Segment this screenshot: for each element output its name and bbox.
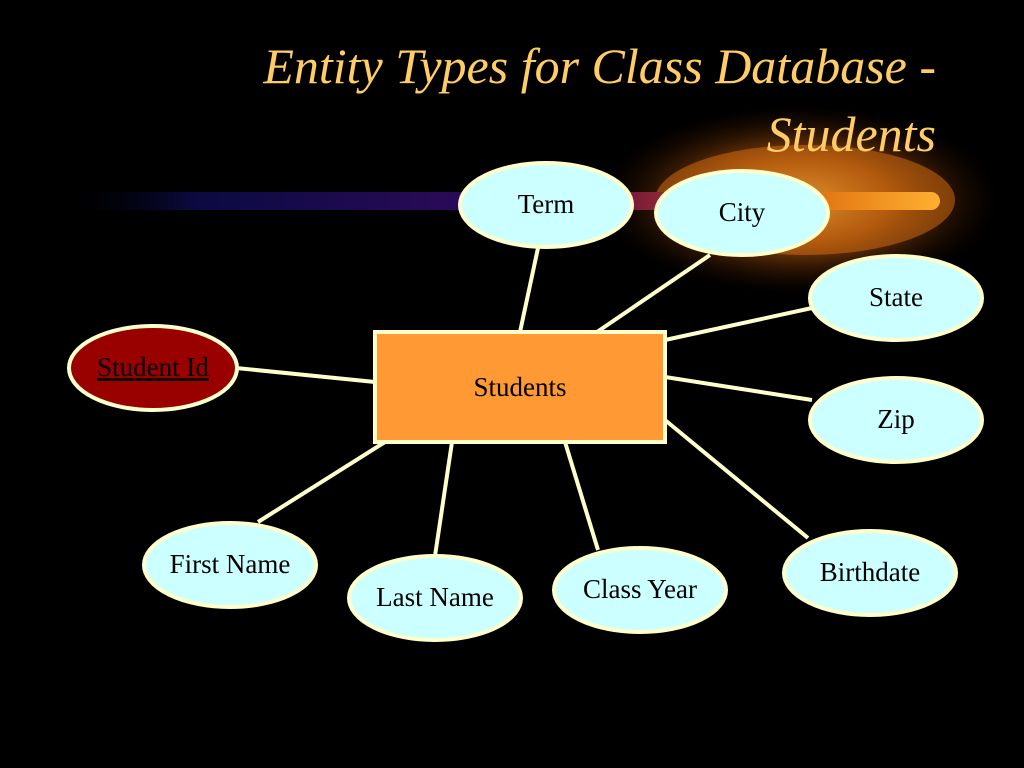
attribute-ellipse-last-name (347, 554, 523, 642)
entity-box (373, 330, 667, 444)
attribute-class-year[interactable]: Class Year (552, 546, 728, 634)
attribute-label-class-year: Class Year (583, 574, 697, 604)
connector-city (595, 253, 712, 334)
attribute-student-id[interactable]: Student Id (67, 324, 239, 412)
attribute-label-last-name: Last Name (376, 582, 494, 612)
connector-state (664, 306, 813, 342)
attribute-last-name[interactable]: Last Name (347, 554, 523, 642)
slide-title-line-2: Students (766, 106, 936, 162)
attribute-ellipse-first-name (142, 521, 318, 609)
connector-zip (664, 375, 813, 402)
entity-label: Students (473, 372, 566, 402)
connector-class-year (563, 441, 600, 551)
connector-first-name (256, 440, 387, 524)
attribute-first-name[interactable]: First Name (142, 521, 318, 609)
attribute-zip[interactable]: Zip (808, 376, 984, 464)
attribute-birthdate[interactable]: Birthdate (782, 529, 958, 617)
attribute-label-state: State (869, 282, 923, 312)
attribute-ellipse-state (808, 254, 984, 342)
attribute-ellipse-birthdate (782, 529, 958, 617)
attribute-ellipse-class-year (552, 546, 728, 634)
attribute-label-zip: Zip (877, 404, 915, 434)
attribute-state[interactable]: State (808, 254, 984, 342)
connectors (235, 247, 813, 557)
attribute-label-birthdate: Birthdate (820, 557, 920, 587)
attribute-label-city: City (719, 197, 766, 227)
attribute-term[interactable]: Term (458, 161, 634, 249)
attribute-ellipse-term (458, 161, 634, 249)
connector-student-id (235, 366, 376, 384)
slide-title-line-1: Entity Types for Class Database - (263, 38, 936, 94)
attribute-city[interactable]: City (654, 169, 830, 257)
attribute-label-student-id: Student Id (97, 352, 209, 382)
connector-birthdate (663, 418, 810, 540)
attribute-ellipse-city (654, 169, 830, 257)
connector-term (518, 247, 540, 333)
attribute-ellipse-zip (808, 376, 984, 464)
connector-last-name (433, 441, 454, 557)
attribute-label-term: Term (518, 189, 575, 219)
attribute-ellipse-student-id (67, 324, 239, 412)
attribute-label-first-name: First Name (170, 549, 291, 579)
entity-students[interactable]: Students (373, 330, 667, 444)
